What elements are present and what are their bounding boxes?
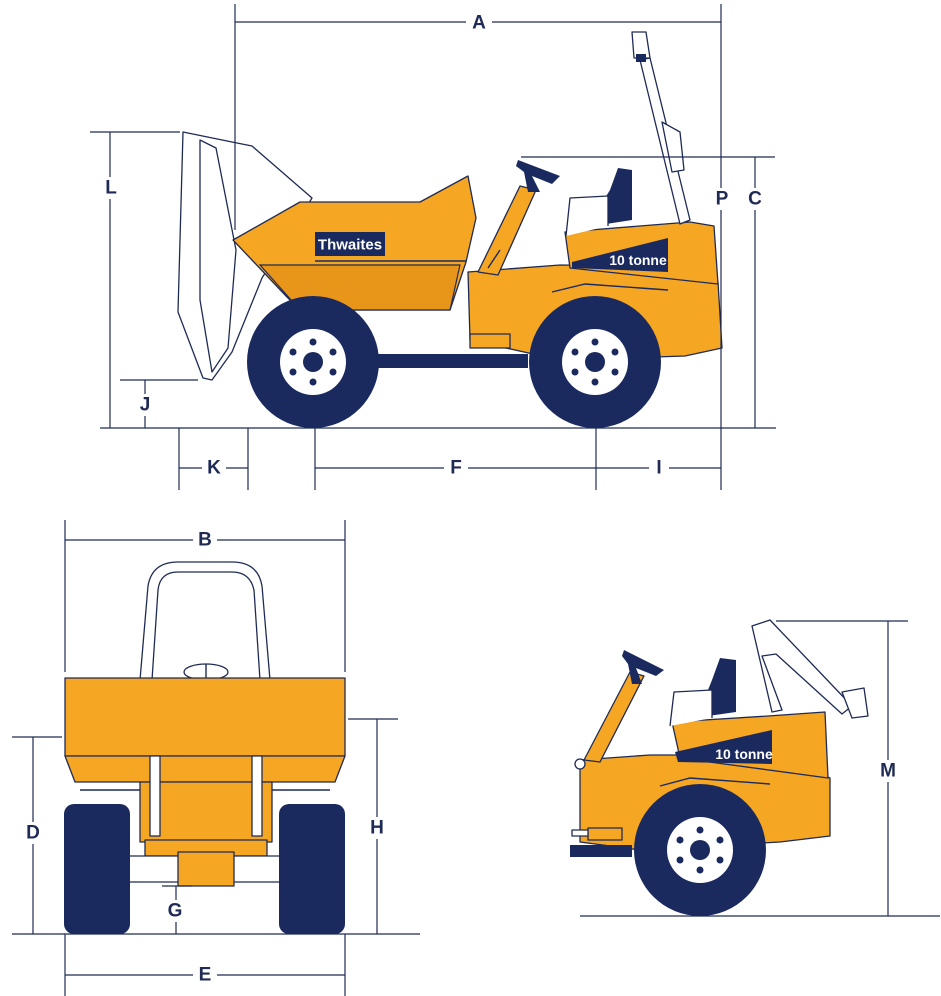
beacon [631, 31, 651, 59]
drive-shaft [378, 354, 528, 368]
dim-label-a: A [472, 13, 486, 34]
dim-label-c: C [748, 189, 762, 210]
badge-panel [572, 238, 668, 272]
folded-beacon [841, 687, 869, 719]
brand-text: Thwaites [318, 237, 382, 254]
badge-text: 10 tonne [609, 252, 667, 268]
front-wheel [247, 296, 379, 428]
steering-column [477, 185, 537, 276]
steering-wheel [516, 160, 560, 192]
seat-rail [565, 195, 609, 237]
dim-label-l: L [105, 178, 117, 199]
side-view: Thwaites 10 tonne [90, 4, 776, 490]
dim-label-g: G [168, 901, 183, 922]
dim-label-h: H [370, 818, 384, 839]
rear-badge-panel [675, 730, 772, 764]
folded-rops [751, 619, 853, 715]
front-skip-lip [64, 755, 346, 783]
dim-label-b: B [198, 530, 212, 551]
folded-rops-view: 10 tonne M [570, 619, 940, 917]
dim-label-p: P [716, 189, 729, 210]
rops-frame [639, 57, 691, 225]
brand-panel [315, 232, 385, 256]
front-diff [177, 851, 235, 887]
dim-label-d: D [26, 823, 40, 844]
front-left-wheel [64, 804, 130, 934]
rops-bracket [661, 121, 685, 173]
rear-view-wheel [634, 784, 766, 916]
rear-steering-wheel [622, 650, 664, 684]
front-rops [139, 561, 271, 681]
front-frame [139, 781, 273, 843]
tipped-skip-inner [199, 139, 237, 373]
rear-steering-column [583, 671, 645, 763]
beacon-base [636, 54, 646, 62]
rear-badge-text: 10 tonne [715, 746, 773, 762]
rear-hitch [570, 845, 632, 857]
dim-label-j: J [140, 395, 151, 416]
dim-label-m: M [880, 761, 896, 782]
lever [487, 249, 501, 269]
dim-label-k: K [207, 458, 221, 479]
chassis-stripe [551, 283, 669, 293]
front-right-wheel [279, 804, 345, 934]
dim-label-e: E [199, 965, 212, 986]
dim-label-i: I [656, 458, 661, 479]
front-view: B D H G E [12, 520, 420, 996]
ram [469, 333, 511, 349]
rear-wheel [529, 296, 661, 428]
front-skip [64, 677, 346, 757]
dim-label-f: F [450, 458, 462, 479]
